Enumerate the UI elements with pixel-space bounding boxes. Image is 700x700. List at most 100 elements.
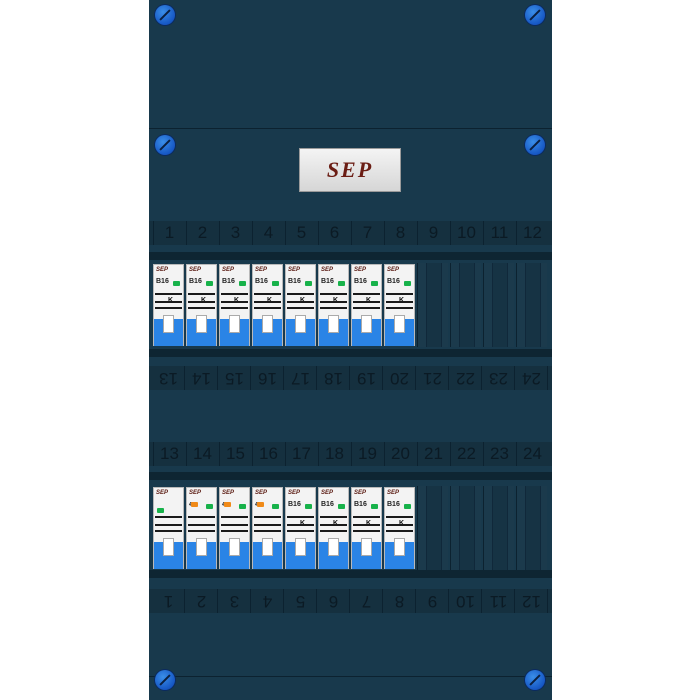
brand-plate: SEP <box>299 148 401 192</box>
label-bar <box>320 307 347 309</box>
label-bar <box>188 530 215 532</box>
toggle-lever[interactable] <box>229 315 240 333</box>
circuit-breaker[interactable]: SEPB16K <box>384 264 415 346</box>
circuit-number-label: 24 <box>516 442 548 466</box>
circuit-number-label: 20 <box>384 366 416 390</box>
status-indicator-icon <box>305 504 312 509</box>
toggle-lever[interactable] <box>196 538 207 556</box>
circuit-number-label: 7 <box>351 221 383 245</box>
label-bar <box>188 293 215 295</box>
label-bar <box>386 524 413 526</box>
circuit-number-label: 3 <box>219 221 251 245</box>
rcd-breaker[interactable]: SEP40A <box>186 487 217 569</box>
label-bar <box>188 524 215 526</box>
main-switch[interactable]: SEP <box>153 487 184 569</box>
toggle-lever[interactable] <box>328 538 339 556</box>
toggle-lever[interactable] <box>229 538 240 556</box>
toggle-lever[interactable] <box>262 315 273 333</box>
breaker-brand-label: SEP <box>255 267 268 273</box>
toggle-lever[interactable] <box>163 538 174 556</box>
circuit-number-label: 9 <box>417 221 449 245</box>
breaker-rating-label: B16 <box>288 501 301 508</box>
slot-cover <box>525 486 541 570</box>
label-bar <box>221 301 248 303</box>
circuit-number-label: 11 <box>483 589 515 613</box>
label-bar <box>221 524 248 526</box>
rcd-breaker[interactable]: SEP40A <box>219 487 250 569</box>
label-bar <box>221 307 248 309</box>
toggle-lever[interactable] <box>361 538 372 556</box>
toggle-lever[interactable] <box>295 538 306 556</box>
circuit-breaker[interactable]: SEPB16K <box>285 487 316 569</box>
status-indicator-icon <box>272 504 279 509</box>
breaker-k-label: K <box>366 520 371 527</box>
rcd-breaker[interactable]: SEP40A <box>252 487 283 569</box>
breaker-rating-label: B16 <box>288 278 301 285</box>
breaker-brand-label: SEP <box>387 490 400 496</box>
label-bar <box>254 293 281 295</box>
circuit-breaker[interactable]: SEPB16K <box>285 264 316 346</box>
circuit-breaker[interactable]: SEPB16K <box>318 487 349 569</box>
status-indicator-icon <box>173 281 180 286</box>
circuit-number-label: 15 <box>219 442 251 466</box>
label-bar <box>386 293 413 295</box>
circuit-breaker[interactable]: SEPB16K <box>219 264 250 346</box>
breaker-brand-label: SEP <box>387 267 400 273</box>
panel-divider <box>149 128 552 129</box>
circuit-breaker[interactable]: SEPB16K <box>384 487 415 569</box>
label-bar <box>254 524 281 526</box>
circuit-number-label: 22 <box>450 442 482 466</box>
label-bar <box>320 516 347 518</box>
label-bar <box>155 307 182 309</box>
label-bar <box>287 307 314 309</box>
circuit-number-label: 1 <box>153 589 185 613</box>
label-bar <box>353 301 380 303</box>
toggle-lever[interactable] <box>328 315 339 333</box>
breaker-brand-label: SEP <box>354 267 367 273</box>
toggle-lever[interactable] <box>295 315 306 333</box>
breaker-k-label: K <box>333 297 338 304</box>
slot-cover <box>525 263 541 347</box>
circuit-number-label: 19 <box>351 442 383 466</box>
status-indicator-icon <box>404 504 411 509</box>
breaker-brand-label: SEP <box>222 267 235 273</box>
label-bar <box>320 524 347 526</box>
test-indicator-icon <box>257 502 264 507</box>
toggle-lever[interactable] <box>394 538 405 556</box>
label-bar <box>386 307 413 309</box>
status-indicator-icon <box>206 281 213 286</box>
circuit-number-label: 9 <box>417 589 449 613</box>
toggle-lever[interactable] <box>196 315 207 333</box>
circuit-breaker[interactable]: SEPB16K <box>351 487 382 569</box>
label-bar <box>287 530 314 532</box>
breaker-rating-label: B16 <box>354 501 367 508</box>
label-bar <box>353 293 380 295</box>
din-rail <box>149 472 552 480</box>
label-bar <box>386 530 413 532</box>
circuit-breaker[interactable]: SEPB16K <box>351 264 382 346</box>
empty-slot <box>417 486 448 570</box>
circuit-breaker[interactable]: SEPB16K <box>318 264 349 346</box>
toggle-lever[interactable] <box>394 315 405 333</box>
circuit-number-label: 21 <box>417 442 449 466</box>
circuit-number-label: 2 <box>186 221 218 245</box>
label-bar <box>188 516 215 518</box>
slot-cover <box>492 263 508 347</box>
circuit-number-label: 14 <box>186 442 218 466</box>
circuit-breaker[interactable]: SEPB16K <box>252 264 283 346</box>
screw-icon <box>155 135 175 155</box>
toggle-lever[interactable] <box>361 315 372 333</box>
toggle-lever[interactable] <box>262 538 273 556</box>
status-indicator-icon <box>206 504 213 509</box>
screw-icon <box>525 135 545 155</box>
label-bar <box>254 301 281 303</box>
circuit-number-label: 16 <box>252 366 284 390</box>
circuit-breaker[interactable]: SEPB16K <box>153 264 184 346</box>
circuit-number-label: 14 <box>186 366 218 390</box>
toggle-lever[interactable] <box>163 315 174 333</box>
circuit-breaker[interactable]: SEPB16K <box>186 264 217 346</box>
slot-cover <box>426 263 442 347</box>
circuit-number-label: 18 <box>318 442 350 466</box>
